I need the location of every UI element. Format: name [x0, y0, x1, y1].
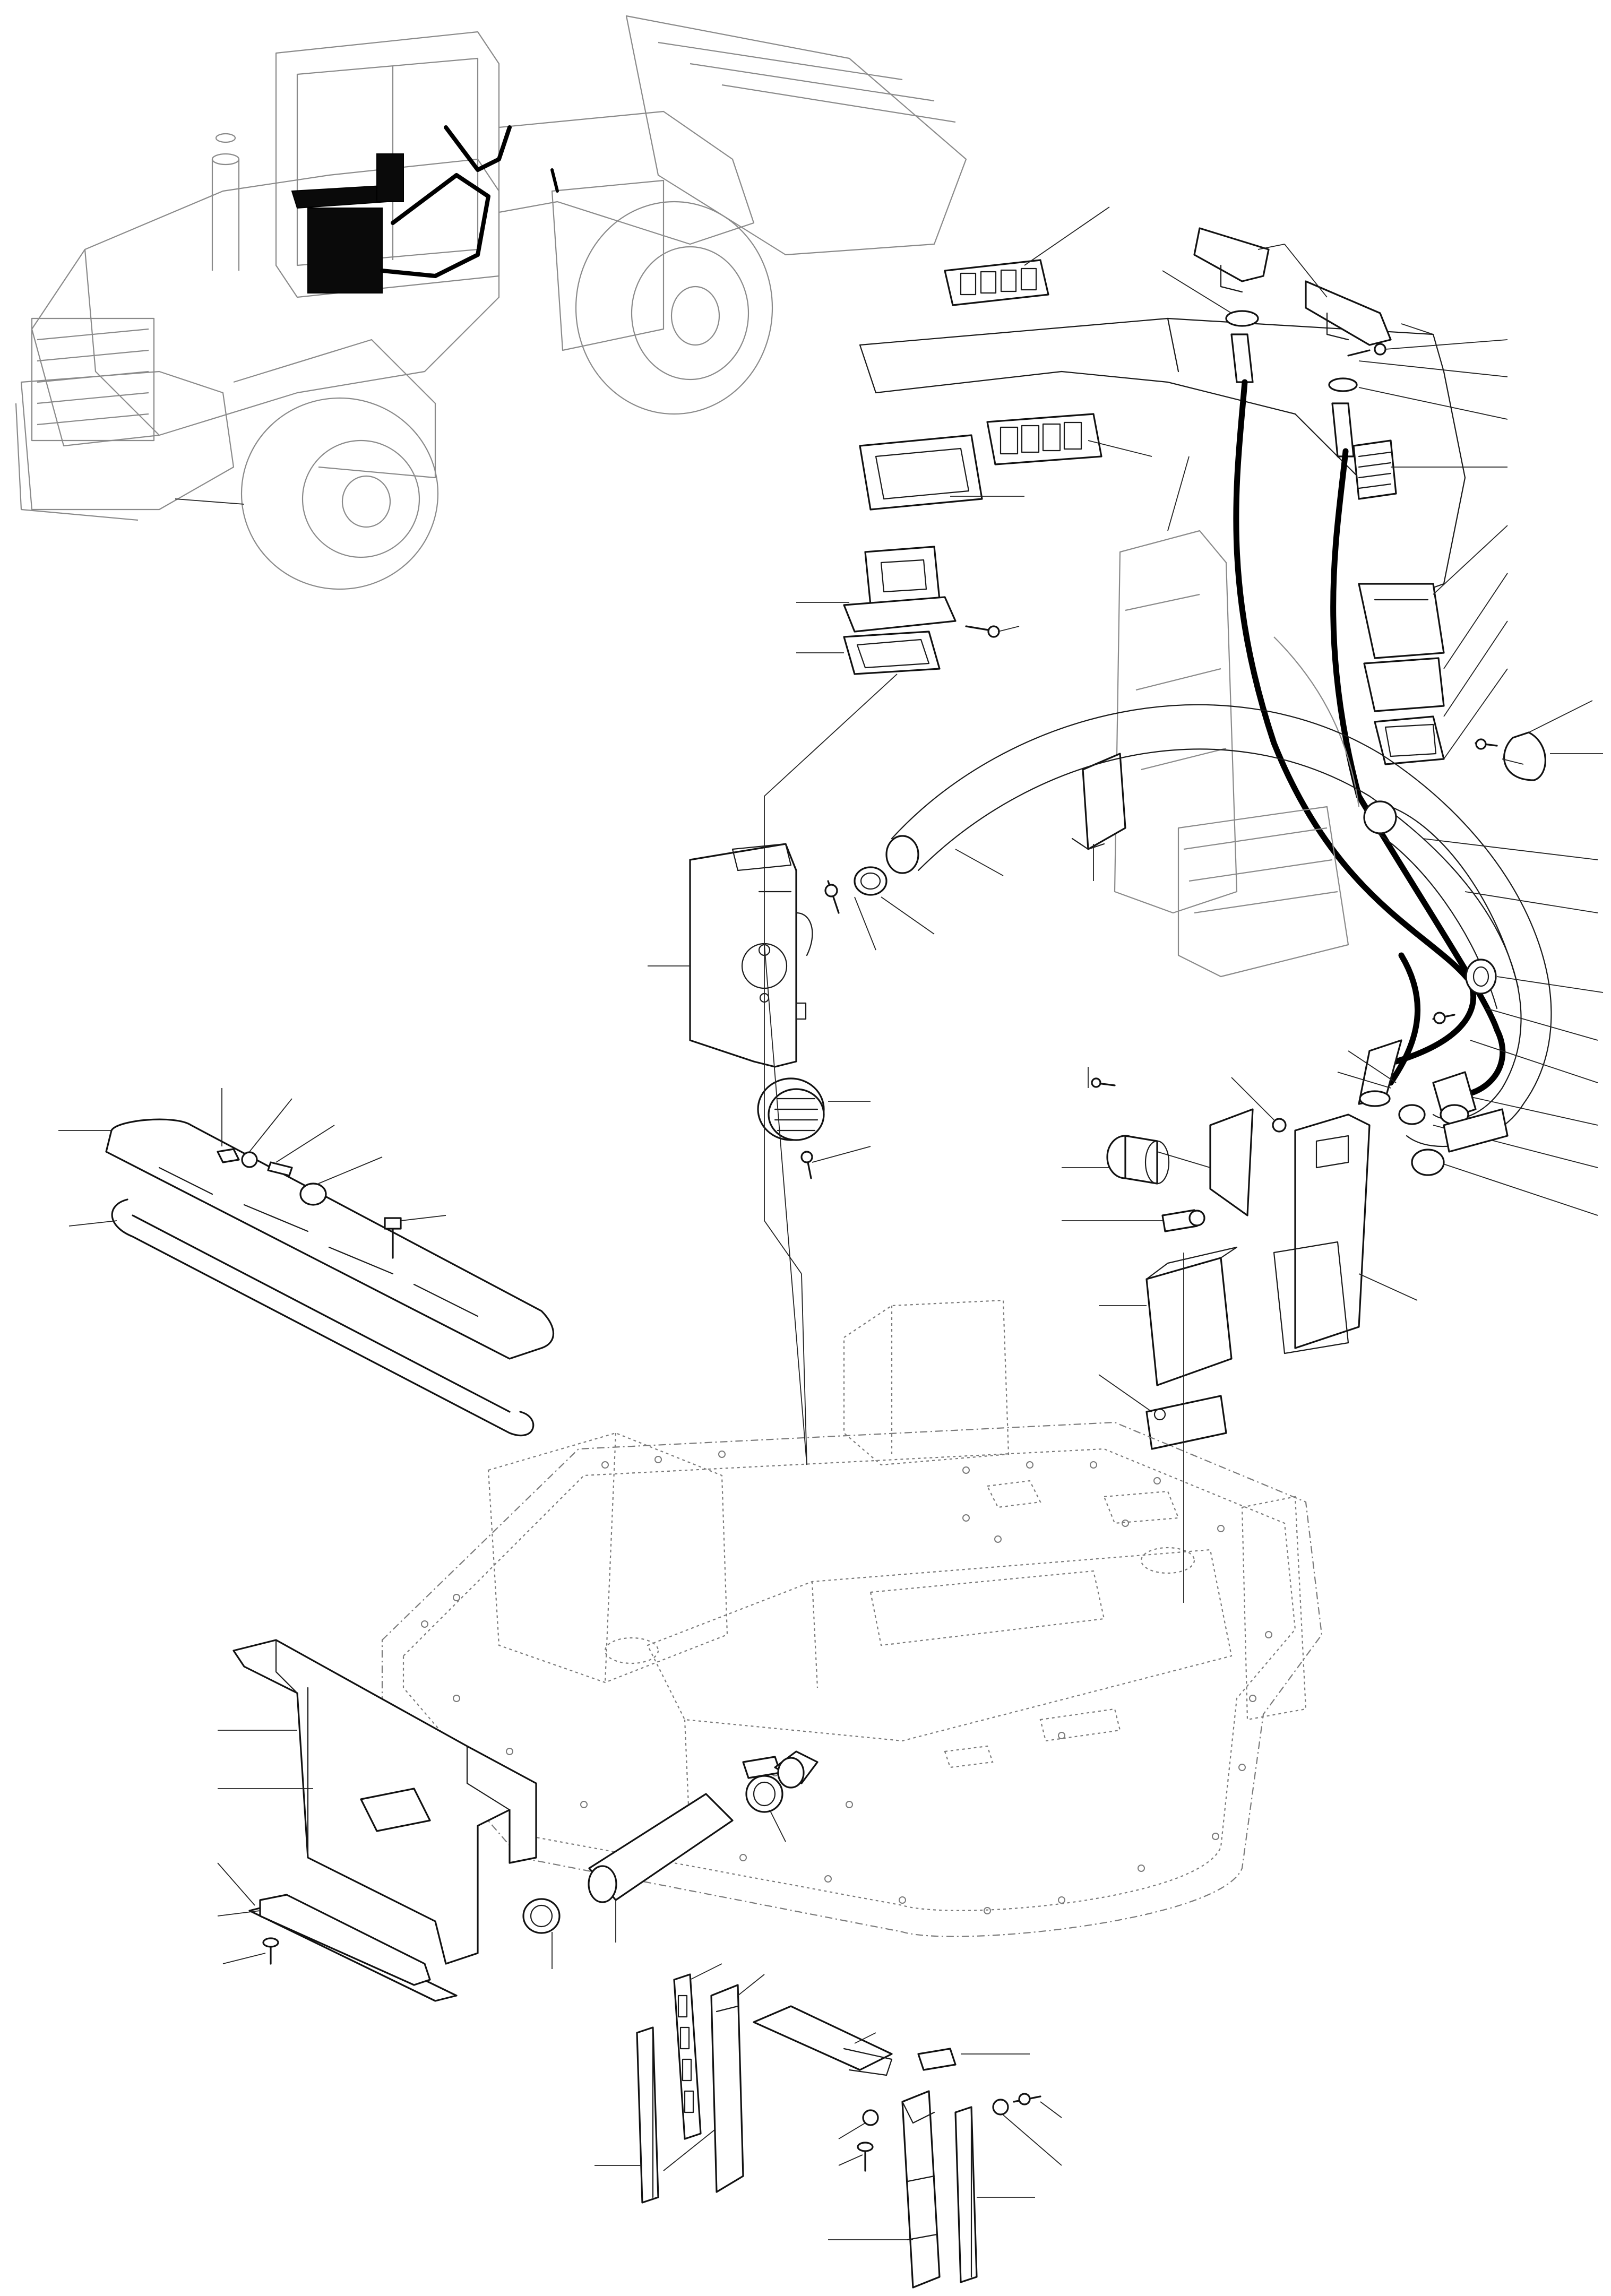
vent-adapter[interactable]	[796, 546, 957, 633]
cab-floor-plate	[381, 944, 1323, 1937]
hose-right-lower[interactable]	[1363, 800, 1519, 1009]
defroster-nozzle-right[interactable]	[1284, 244, 1434, 346]
reference-lines	[764, 456, 1190, 1465]
vent-grille-right[interactable]	[1352, 439, 1507, 500]
bolt-right[interactable]	[1432, 1012, 1455, 1024]
housing-screw[interactable]	[824, 880, 840, 914]
heater-housing[interactable]	[648, 843, 813, 1068]
duct-elbow-right[interactable]	[1358, 525, 1508, 765]
clamp-right-lower[interactable]	[1337, 1050, 1445, 1176]
air-deflector[interactable]	[1071, 753, 1126, 881]
floor-outlet[interactable]	[774, 1750, 819, 1789]
duct-bend-plate[interactable]	[1157, 1108, 1254, 1216]
vent-grille-middle[interactable]	[986, 413, 1152, 465]
corner-trim[interactable]	[828, 2090, 941, 2289]
armrest-fasteners[interactable]	[217, 1088, 446, 1259]
connector-sleeve[interactable]	[1062, 1135, 1170, 1185]
mounting-rail-lower[interactable]	[217, 1894, 431, 1986]
highlighted-heater-location	[291, 125, 559, 294]
clamp-lower-left[interactable]	[522, 1898, 561, 1969]
screw-round-vent[interactable]	[800, 1146, 871, 1179]
trim-panel-tall[interactable]	[710, 1974, 765, 2193]
round-air-vent[interactable]	[757, 1077, 871, 1141]
front-wheel	[575, 201, 773, 415]
clamp-nozzle-left[interactable]	[1162, 270, 1259, 327]
screw-nozzle[interactable]	[1347, 339, 1508, 377]
vent-grille-upper[interactable]	[944, 206, 1110, 306]
dash-panel	[859, 317, 1466, 611]
floor-holes	[421, 1451, 1272, 1914]
small-bracket[interactable]	[1098, 1374, 1227, 1450]
cover-plate-flat[interactable]	[753, 2005, 893, 2076]
cover-plate[interactable]	[1099, 1246, 1238, 1386]
side-panel-duct[interactable]	[218, 1639, 537, 1965]
screw-washer-right[interactable]	[992, 2093, 1062, 2166]
vent-frame[interactable]	[859, 434, 1024, 511]
armrest-bar-upper[interactable]	[58, 1118, 554, 1360]
housing-clamp[interactable]	[854, 866, 935, 951]
duct-tall-right[interactable]	[1273, 1114, 1418, 1354]
seat-base	[1114, 530, 1360, 978]
radiator-grille	[31, 317, 155, 442]
bolt-duct[interactable]	[1231, 1077, 1287, 1133]
defroster-hose-pair[interactable]	[1233, 379, 1506, 1099]
bolt-bracket[interactable]	[1062, 1209, 1205, 1232]
armrest-bar-lower[interactable]	[68, 1198, 535, 1437]
leaders-right-column	[1422, 838, 1598, 1216]
clip[interactable]	[917, 2048, 1030, 2071]
hose-grommet[interactable]	[1465, 959, 1604, 995]
vent-gasket[interactable]	[796, 631, 941, 675]
washer-screw-pair[interactable]	[838, 2109, 879, 2172]
trim-strip-right[interactable]	[954, 2106, 1035, 2283]
tube-lower-right-b[interactable]	[1398, 1071, 1509, 1153]
lower-air-hose[interactable]	[588, 1793, 734, 1943]
seal-strip[interactable]	[663, 1963, 722, 2171]
rear-wheel	[240, 397, 439, 590]
clamp-lower-center[interactable]	[742, 1756, 786, 1842]
strap-clamp[interactable]	[1475, 700, 1603, 781]
defroster-nozzle-left[interactable]	[1193, 227, 1285, 293]
wheel-loader-illustration	[15, 15, 967, 590]
clamp-nozzle-right[interactable]	[1328, 377, 1508, 420]
screw-vent[interactable]	[965, 625, 1020, 638]
screw-duct[interactable]	[1088, 1067, 1116, 1088]
bolt-rail[interactable]	[222, 1937, 279, 1965]
trim-strip-left[interactable]	[595, 2026, 659, 2204]
